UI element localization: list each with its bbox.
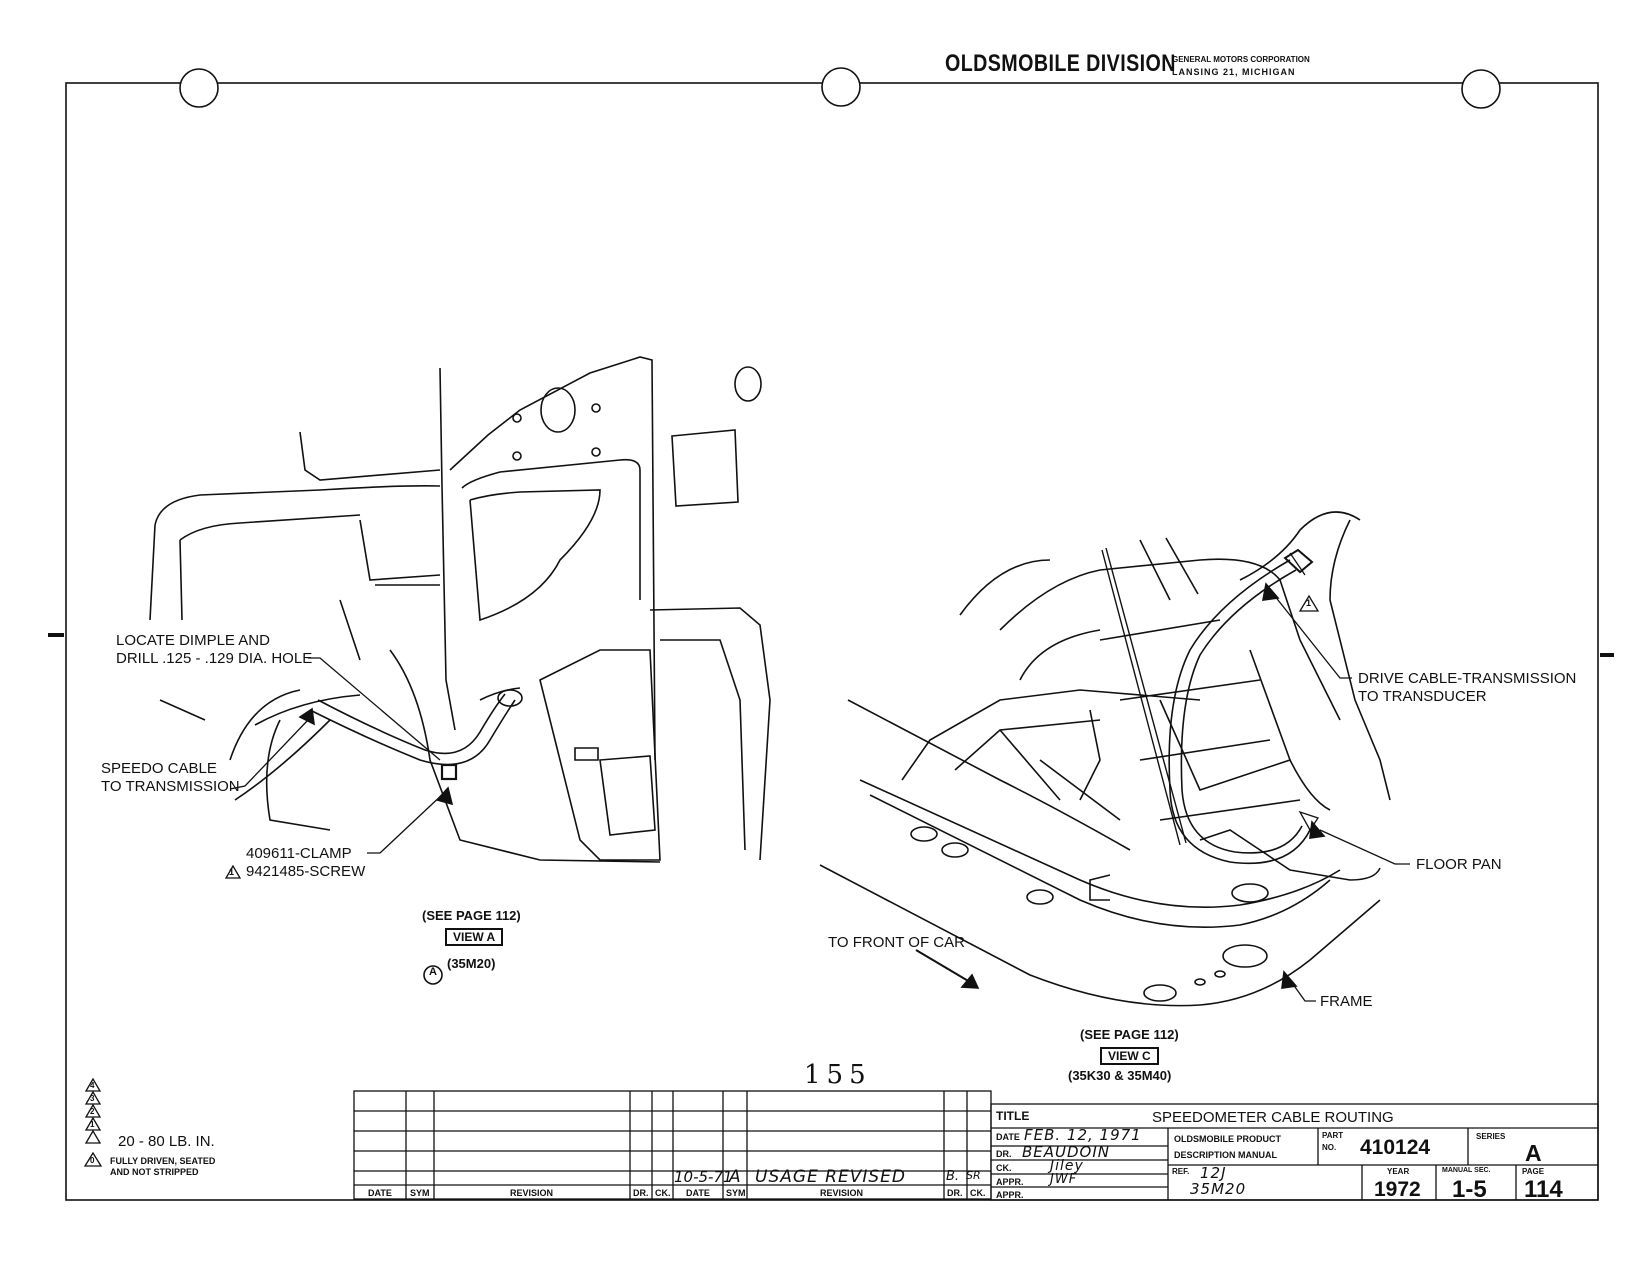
callout-frame: FRAME [1320, 993, 1373, 1010]
left-view-illustration [149, 356, 771, 985]
appr-label: APPR. [996, 1177, 1024, 1187]
part-number: 410124 [1360, 1136, 1431, 1159]
rev-header-ck-left: CK. [655, 1188, 671, 1198]
callout-floor-pan: FLOOR PAN [1416, 856, 1502, 873]
series-value: A [1525, 1140, 1542, 1166]
left-model: (35M20) [447, 956, 496, 971]
callout-drive-cable: DRIVE CABLE-TRANSMISSION [1358, 670, 1577, 687]
model-marker: A [429, 966, 437, 978]
rev-header-ck-right: CK. [970, 1188, 986, 1198]
page-value: 114 [1524, 1176, 1563, 1203]
callout-drill-hole: DRILL .125 - .129 DIA. HOLE [116, 650, 313, 667]
right-see-page: (SEE PAGE 112) [1080, 1027, 1179, 1042]
ref-label: REF. [1172, 1167, 1190, 1176]
binder-hole-left [179, 68, 219, 108]
drawing-title: SPEEDOMETER CABLE ROUTING [1152, 1109, 1394, 1126]
title-label: TITLE [996, 1109, 1030, 1123]
view-c-box: VIEW C [1100, 1047, 1159, 1065]
callout-locate-dimple: LOCATE DIMPLE AND [116, 632, 270, 649]
rev-entry-sym: A [729, 1167, 742, 1187]
rev-header-revision-left: REVISION [510, 1188, 554, 1198]
appr2-label: APPR. [996, 1190, 1024, 1200]
right-model: (35K30 & 35M40) [1068, 1068, 1172, 1083]
rev-header-date-left: DATE [368, 1188, 392, 1198]
legend-note-2: AND NOT STRIPPED [110, 1167, 199, 1177]
callout-to-transmission: TO TRANSMISSION [101, 778, 240, 795]
legend-note-1: FULLY DRIVEN, SEATED [110, 1156, 216, 1166]
rev-header-dr-right: DR. [947, 1188, 963, 1198]
sheet-border [65, 82, 1599, 1201]
callout-screw: 9421485-SCREW [246, 863, 366, 880]
page-label: PAGE [1522, 1167, 1545, 1176]
manual-line-2: DESCRIPTION MANUAL [1174, 1150, 1277, 1160]
part-no-label: NO. [1322, 1143, 1337, 1152]
ref-value-1: 12J [1200, 1164, 1227, 1182]
dr-label: DR. [996, 1149, 1012, 1159]
left-see-page: (SEE PAGE 112) [422, 908, 521, 923]
ref-value-2: 35M20 [1190, 1180, 1247, 1198]
appr-value: JWF [1050, 1172, 1078, 1187]
title-block-grid [990, 1103, 1599, 1201]
revision-table-grid [353, 1090, 992, 1200]
dr-value: BEAUDOIN [1022, 1143, 1111, 1161]
legend-flag-0: 0 [90, 1156, 95, 1165]
rev-entry-date: 10-5-71 [674, 1168, 733, 1186]
legend-torque: 20 - 80 LB. IN. [118, 1133, 215, 1150]
rev-header-revision-right: REVISION [820, 1188, 864, 1198]
manual-line-1: OLDSMOBILE PRODUCT [1174, 1134, 1281, 1144]
corporation-address: LANSING 21, MICHIGAN [1172, 67, 1296, 77]
ck-value: Jiley [1050, 1158, 1084, 1174]
binder-hole-right [1461, 69, 1501, 109]
corporation-name: GENERAL MOTORS CORPORATION [1172, 55, 1310, 64]
right-view-label: VIEW C [1100, 1047, 1159, 1065]
legend-flag-2: 2 [90, 1107, 95, 1116]
rev-header-sym-left: SYM [410, 1188, 430, 1198]
date-label: DATE [996, 1132, 1020, 1142]
model-marker-circle [423, 965, 443, 985]
view-a-box: VIEW A [445, 928, 504, 946]
screw-flag-number: 1 [229, 867, 235, 877]
date-value: FEB. 12, 1971 [1024, 1126, 1142, 1144]
callout-clamp: 409611-CLAMP [246, 845, 352, 862]
rev-entry-revision: USAGE REVISED [755, 1167, 907, 1187]
rev-header-sym-right: SYM [726, 1188, 746, 1198]
legend-flag-1: 1 [90, 1120, 95, 1129]
legend-flag-4: 4 [90, 1081, 95, 1090]
sheet-number: 155 [804, 1060, 872, 1090]
rev-header-dr-left: DR. [633, 1188, 649, 1198]
callout-to-transducer: TO TRANSDUCER [1358, 688, 1487, 705]
manual-sec-value: 1-5 [1452, 1176, 1487, 1203]
binder-hole-center [821, 67, 861, 107]
series-label: SERIES [1476, 1132, 1506, 1141]
flag-triangles [83, 594, 1320, 1167]
callout-speedo-cable: SPEEDO CABLE [101, 760, 217, 777]
year-value: 1972 [1374, 1178, 1421, 1201]
callout-to-front-of-car: TO FRONT OF CAR [828, 934, 965, 951]
legend-flag-3: 3 [90, 1094, 95, 1103]
rev-header-date-right: DATE [686, 1188, 710, 1198]
right-view-illustration [819, 511, 1410, 1007]
left-view-label: VIEW A [445, 928, 504, 946]
part-label: PART [1322, 1131, 1344, 1140]
manual-sec-label: MANUAL SEC. [1442, 1167, 1491, 1174]
ck-label: CK. [996, 1163, 1012, 1173]
rev-entry-ck: SR [966, 1169, 981, 1182]
rev-entry-dr: B. [946, 1169, 960, 1184]
year-label: YEAR [1387, 1167, 1410, 1176]
division-title: OLDSMOBILE DIVISION [945, 50, 1176, 77]
drive-cable-flag-number: 1 [1306, 598, 1312, 608]
